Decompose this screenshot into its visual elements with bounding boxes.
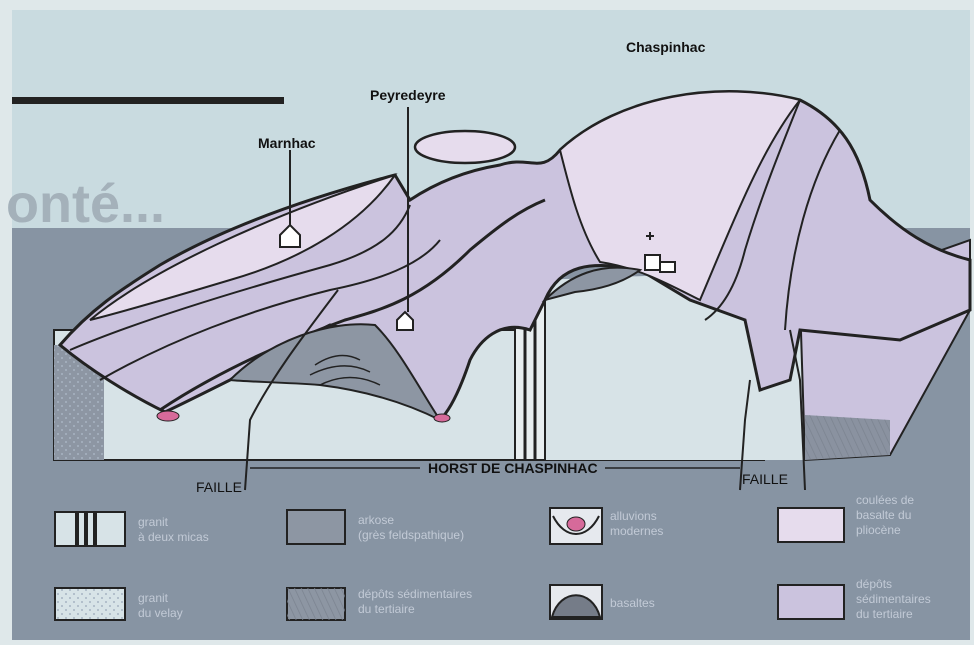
legend-text-depots-3: du tertiaire (856, 607, 913, 621)
label-peyredeyre: Peyredeyre (370, 87, 446, 103)
alluvion-west (157, 411, 179, 421)
legend-swatch-arkose (287, 510, 345, 544)
legend-text-depots-2: sédimentaires (856, 592, 931, 606)
legend-swatch-depots-tertiaire (778, 585, 844, 619)
legend-text-granit-deux-micas-2: à deux micas (138, 530, 209, 544)
label-horst: HORST DE CHASPINHAC (428, 460, 598, 476)
legend-text-granit-velay-2: du velay (138, 606, 183, 620)
legend-text-alluvions-2: modernes (610, 524, 663, 538)
legend-swatch-granit-deux-micas (55, 512, 125, 546)
header-rule (12, 97, 284, 104)
swatch-stripe-3 (93, 512, 97, 546)
legend-text-coulees-3: pliocène (856, 523, 901, 537)
label-marnhac: Marnhac (258, 135, 316, 151)
legend-text-coulees-1: coulées de (856, 493, 914, 507)
legend-text-depots-hatched-2: du tertiaire (358, 602, 415, 616)
legend-text-coulees-2: basalte du (856, 508, 911, 522)
legend-text-alluvions-1: alluvions (610, 509, 657, 523)
swatch-alluvion-dot (567, 517, 585, 531)
legend-text-arkose-2: (grès feldspathique) (358, 528, 464, 542)
alluvion-east (434, 414, 450, 422)
legend-text-granit-velay-1: granit (138, 591, 169, 605)
legend-text-basaltes: basaltes (610, 596, 655, 610)
legend-text-granit-deux-micas-1: granit (138, 515, 169, 529)
label-chaspinhac: Chaspinhac (626, 39, 706, 55)
right-slab-hatch (805, 415, 890, 460)
header-word: onté... (6, 174, 165, 234)
legend-text-arkose-1: arkose (358, 513, 394, 527)
swatch-stripe-2 (84, 512, 88, 546)
swatch-stripe-1 (75, 512, 79, 546)
legend-swatch-coulees-basalte (778, 508, 844, 542)
label-faille-right: FAILLE (742, 471, 788, 487)
legend-text-depots-1: dépôts (856, 577, 892, 591)
basalt-cap-peyredeyre (415, 131, 515, 163)
legend-item-granit-velay: granit du velay (55, 588, 183, 620)
swatch-velay-texture (55, 588, 125, 620)
label-faille-left: FAILLE (196, 479, 242, 495)
legend-text-depots-hatched-1: dépôts sédimentaires (358, 587, 472, 601)
swatch-hatch (287, 588, 345, 620)
